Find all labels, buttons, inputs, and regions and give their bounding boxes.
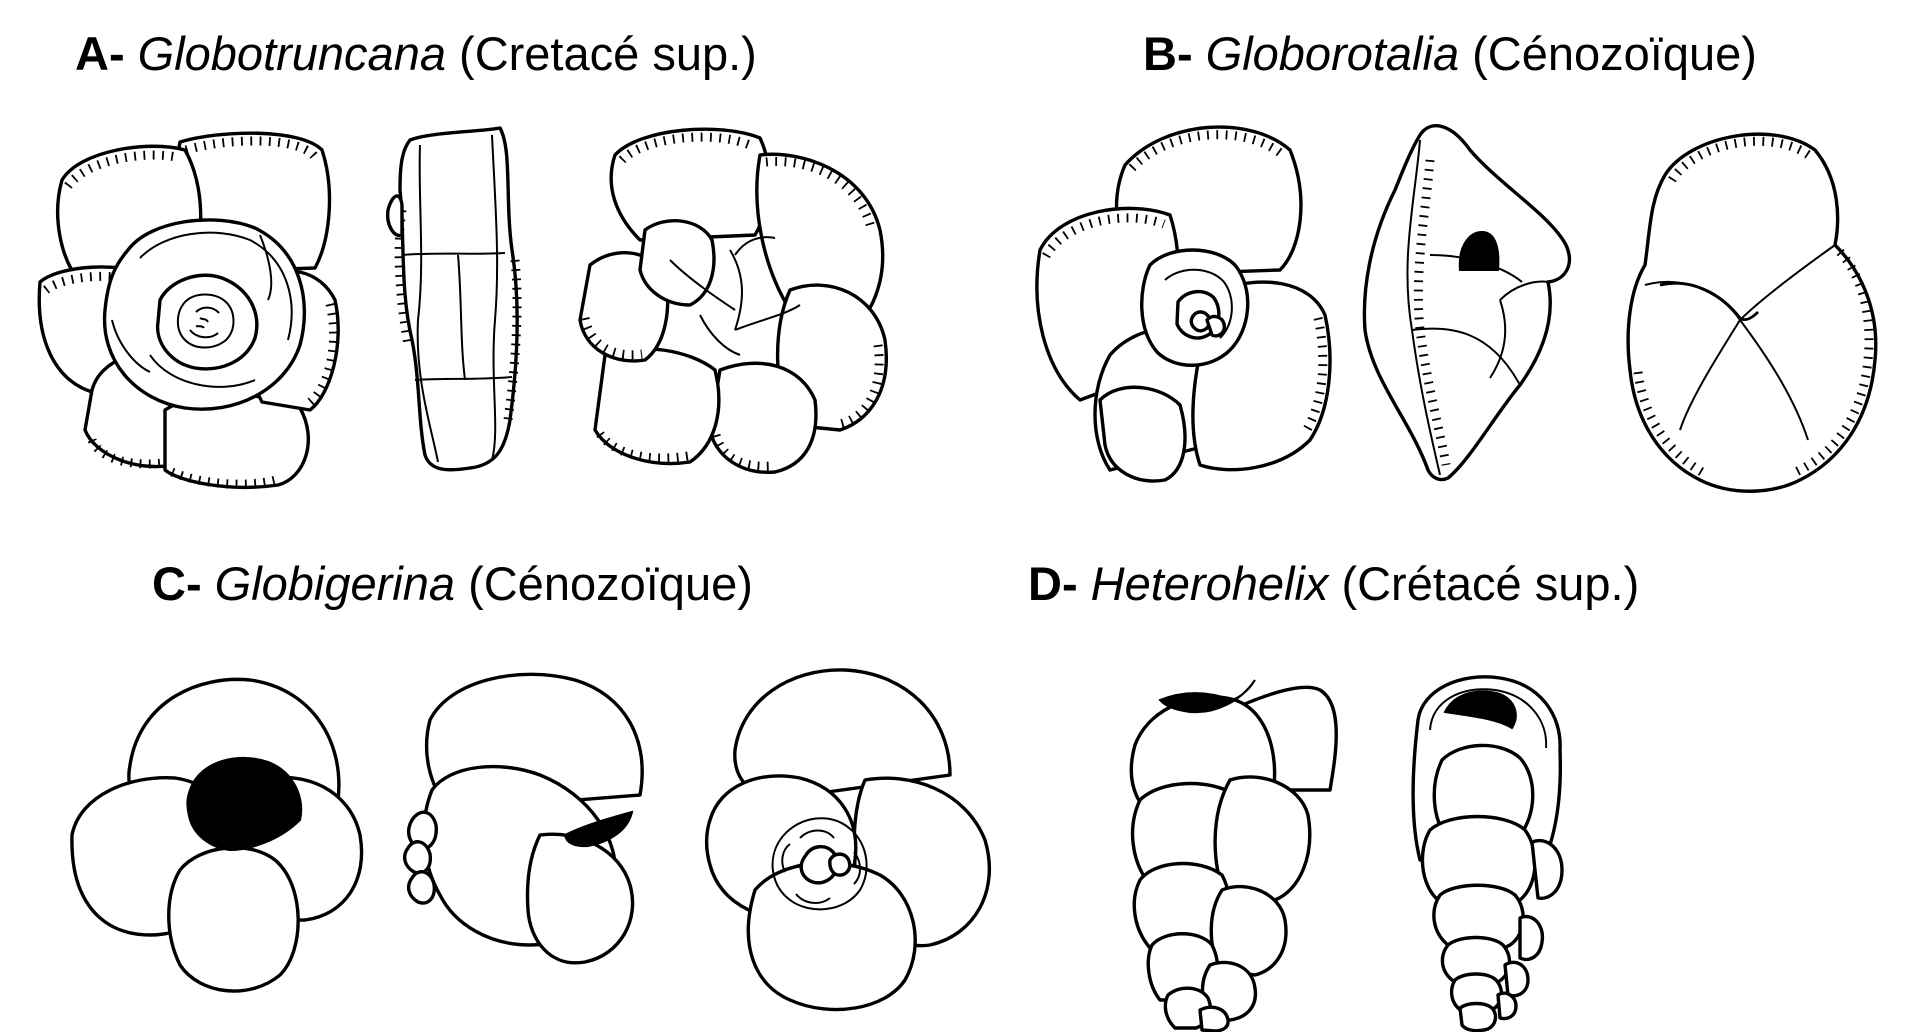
globotruncana-side-view [386,126,522,472]
panel-c-age: (Cénozoïque) [468,557,753,610]
globigerina-side-view [402,672,644,965]
globigerina-umbilical-view [70,677,364,993]
panel-c-letter: C- [152,557,202,610]
globorotalia-umbilical-view [1626,132,1878,493]
globotruncana-spiral-view [37,131,340,489]
panel-d-letter: D- [1028,557,1078,610]
heterohelix-side-view [1411,675,1564,1032]
panel-b-genus: Globorotalia [1205,27,1460,80]
panel-b-letter: B- [1143,27,1193,80]
panel-d-genus: Heterohelix [1090,557,1329,610]
panel-a-genus: Globotruncana [137,27,446,80]
panel-a-letter: A- [75,27,125,80]
globorotalia-side-view [1362,124,1572,482]
globotruncana-umbilical-view [578,127,888,474]
panel-b-label: B- Globorotalia (Cénozoïque) [1143,30,1757,77]
globorotalia-spiral-view [1035,125,1332,483]
panel-a-label: A- Globotruncana (Cretacé sup.) [75,30,757,77]
panel-d-age: (Crétacé sup.) [1341,557,1640,610]
globigerina-spiral-view [704,668,991,1012]
panel-c-label: C- Globigerina (Cénozoïque) [152,560,753,607]
panel-a-age: (Cretacé sup.) [459,27,757,80]
panel-c-genus: Globigerina [214,557,456,610]
heterohelix-front-view [1129,679,1338,1032]
panel-d-label: D- Heterohelix (Crétacé sup.) [1028,560,1639,607]
panel-b-age: (Cénozoïque) [1472,27,1757,80]
